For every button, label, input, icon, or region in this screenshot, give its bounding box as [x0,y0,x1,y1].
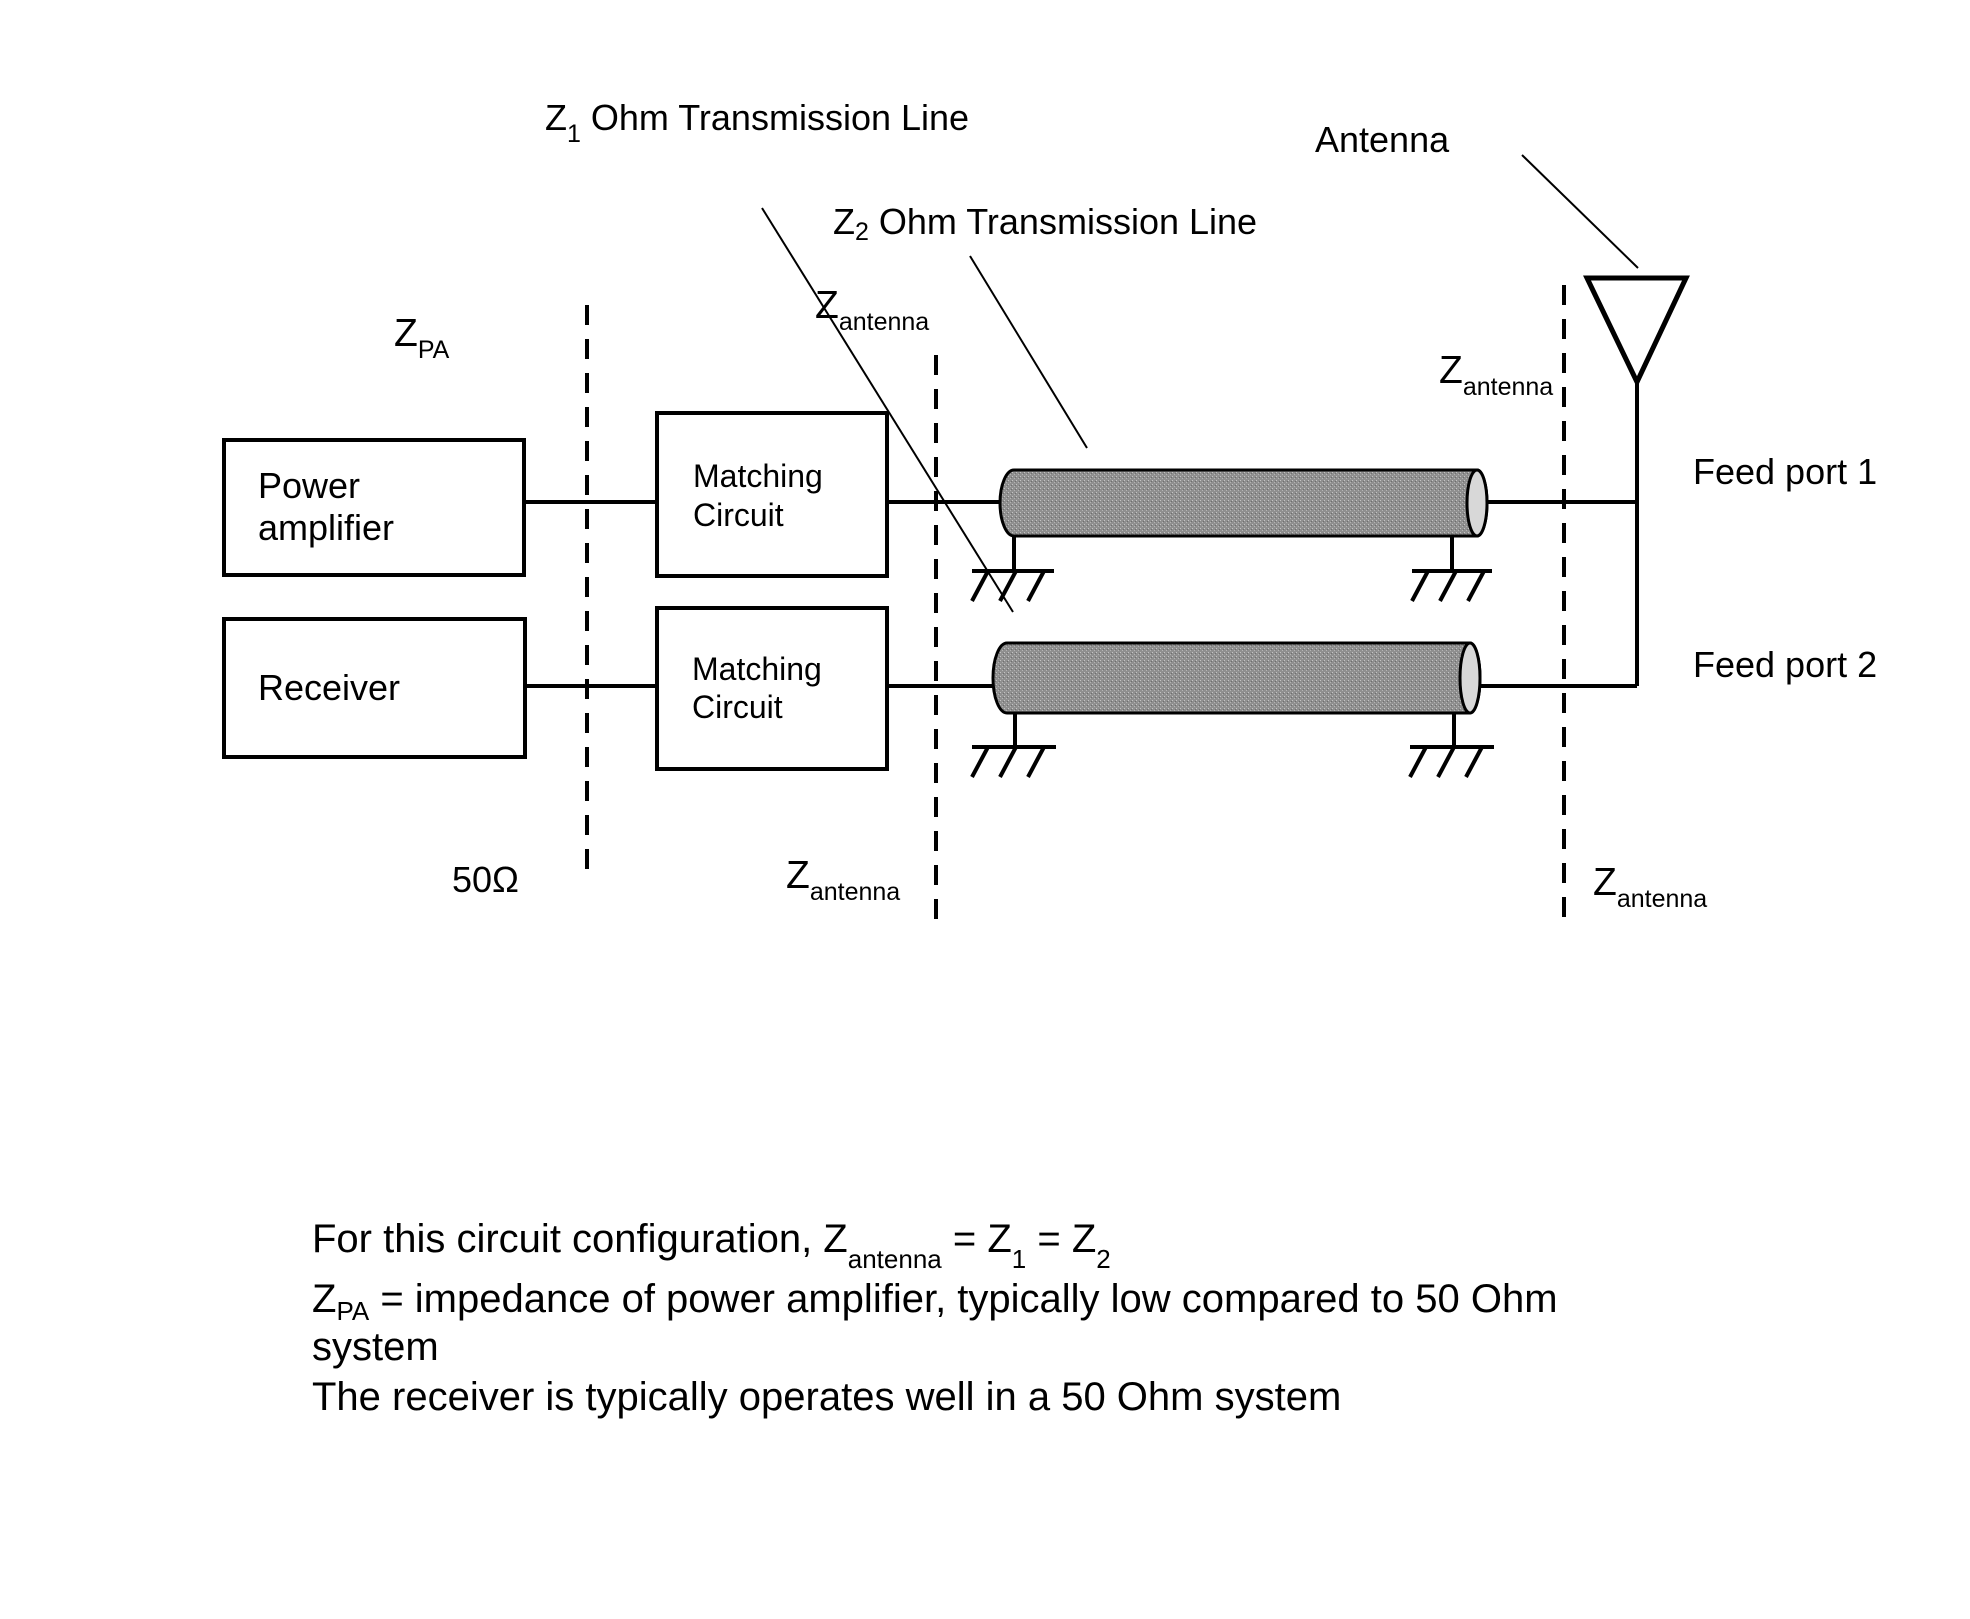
z-antenna-label-top: Zantenna [815,284,929,336]
feed-port-1-label: Feed port 1 [1693,451,1877,492]
ground-icon [972,713,1056,777]
matching-circuit-2-label-line1: Matching [692,651,822,687]
transmission-line-2 [993,643,1480,713]
receiver-label: Receiver [258,667,400,708]
fifty-ohm-label: 50Ω [452,859,519,900]
power-amplifier-label-line1: Power [258,465,360,506]
power-amplifier-label-line2: amplifier [258,507,394,548]
antenna-leader-line [1522,155,1638,268]
note-line-3: system [312,1325,439,1369]
note-line-4: The receiver is typically operates well … [312,1375,1341,1419]
ground-icon [1412,536,1492,601]
antenna-label: Antenna [1315,119,1450,160]
ground-icon [1410,713,1494,777]
z1-transmission-line-label: Z1 Ohm Transmission Line [545,97,969,148]
coax-cable-2-end [1460,643,1480,713]
z-pa-label: ZPA [394,312,450,364]
z-antenna-label-bottom-right: Zantenna [1593,861,1707,913]
matching-circuit-2-block: Matching Circuit [657,608,887,769]
matching-circuit-1-block: Matching Circuit [657,413,887,576]
coax-cable-2-body [993,643,1480,713]
matching-circuit-1-label-line2: Circuit [693,497,784,533]
coax-cable-1-end [1467,470,1487,536]
z-antenna-label-right: Zantenna [1439,349,1553,401]
coax-cable-1-body [1000,470,1487,536]
z2-transmission-line-label: Z2 Ohm Transmission Line [833,201,1257,246]
receiver-block: Receiver [224,619,525,757]
matching-circuit-1-label-line1: Matching [693,458,823,494]
transmission-line-1 [1000,470,1487,536]
matching-circuit-2-label-line2: Circuit [692,689,783,725]
ground-icon [972,536,1054,601]
z-antenna-label-bottom-left: Zantenna [786,854,900,906]
note-line-1: For this circuit configuration, Zantenna… [312,1217,1111,1274]
z2-leader-line [970,256,1087,448]
power-amplifier-block: Power amplifier [224,440,524,575]
antenna-icon [1587,278,1686,382]
feed-port-2-label: Feed port 2 [1693,644,1877,685]
note-line-2: ZPA = impedance of power amplifier, typi… [312,1277,1558,1326]
